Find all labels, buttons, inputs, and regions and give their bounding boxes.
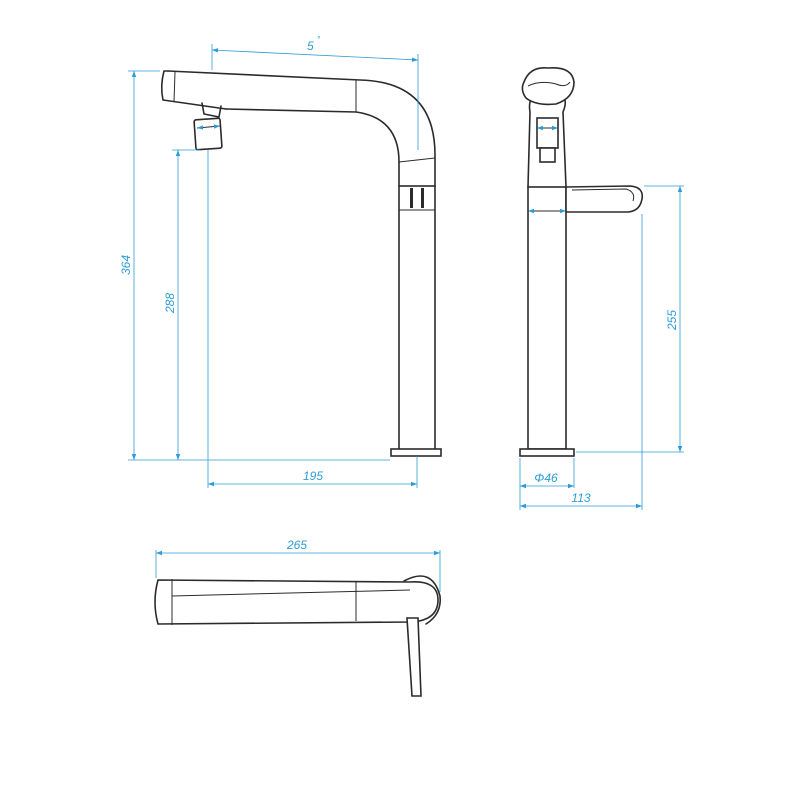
band-mark-left	[410, 188, 413, 208]
dimension-labels: 5 ° 364 288 195 255 Φ46 113 265	[119, 35, 679, 552]
dim-265-line-arrow-end	[434, 550, 440, 556]
dim-angle-line-arrow-end	[411, 57, 418, 62]
dim-364-line-arrow-start	[131, 71, 137, 77]
dim-265-line-arrow-start	[156, 550, 162, 556]
dimension-arrowheads	[131, 48, 683, 556]
dim-288-line-arrow-start	[175, 150, 181, 156]
side-aerator	[536, 117, 559, 149]
side-aerator-line-arrow-start	[537, 125, 543, 131]
spout-outer-curve	[167, 70, 436, 187]
aerator-neck	[201, 102, 222, 118]
spout-inner-curve	[225, 108, 400, 187]
spout-tip-ring	[173, 71, 176, 103]
handle-depth-label: 113	[571, 491, 590, 505]
handle-height-label: 255	[665, 310, 679, 331]
side-body	[527, 186, 567, 450]
aerator-line-arrow-end	[213, 124, 220, 129]
overall-height-label: 364	[119, 255, 133, 275]
side-base	[519, 448, 575, 457]
side-spout-ridge	[527, 81, 571, 87]
dim-46-line-arrow-end	[568, 483, 574, 489]
top-highlight	[171, 589, 411, 597]
dim-255-line-arrow-end	[677, 446, 683, 452]
dim-angle-line-arrow-start	[212, 48, 219, 53]
spout-reach-label: 195	[303, 469, 323, 483]
side-handle	[565, 185, 644, 213]
dim-angle-line	[211, 49, 419, 61]
dim-288-line-arrow-end	[175, 454, 181, 460]
dim-195-line-arrow-start	[208, 481, 214, 487]
dim-364-line-arrow-end	[131, 454, 137, 460]
top-length-label: 265	[286, 538, 307, 552]
top-view	[154, 575, 442, 697]
angle-unit: °	[317, 35, 321, 44]
dim-113-line-arrow-start	[520, 503, 526, 509]
dimensions	[128, 44, 684, 592]
band-mark-right	[421, 188, 424, 208]
side-aerator-nozzle	[539, 147, 556, 163]
bend-seam	[398, 157, 436, 163]
dim-195-line-arrow-end	[411, 481, 417, 487]
side-band-line-arrow-start	[528, 208, 534, 214]
outlet-height-label: 288	[163, 293, 177, 314]
top-lever	[406, 617, 422, 697]
aerator-line-arrow-start	[197, 125, 204, 130]
side-handle-edge	[571, 188, 635, 202]
angle-value: 5	[307, 39, 314, 53]
base-diameter-label: Φ46	[534, 471, 558, 485]
faucet-body	[398, 185, 436, 451]
side-view	[519, 66, 644, 457]
top-spout	[154, 579, 439, 625]
spout-tip	[160, 70, 227, 110]
aerator	[193, 117, 223, 151]
side-aerator-line-arrow-end	[552, 125, 558, 131]
dim-46-line-arrow-start	[520, 483, 526, 489]
faucet-base	[390, 448, 442, 457]
front-view	[160, 70, 442, 457]
side-spout-head	[521, 66, 575, 106]
dim-113-line-arrow-end	[636, 503, 642, 509]
dim-255-line-arrow-start	[677, 186, 683, 192]
side-band-line-arrow-end	[560, 208, 566, 214]
top-body-circle	[403, 575, 442, 625]
